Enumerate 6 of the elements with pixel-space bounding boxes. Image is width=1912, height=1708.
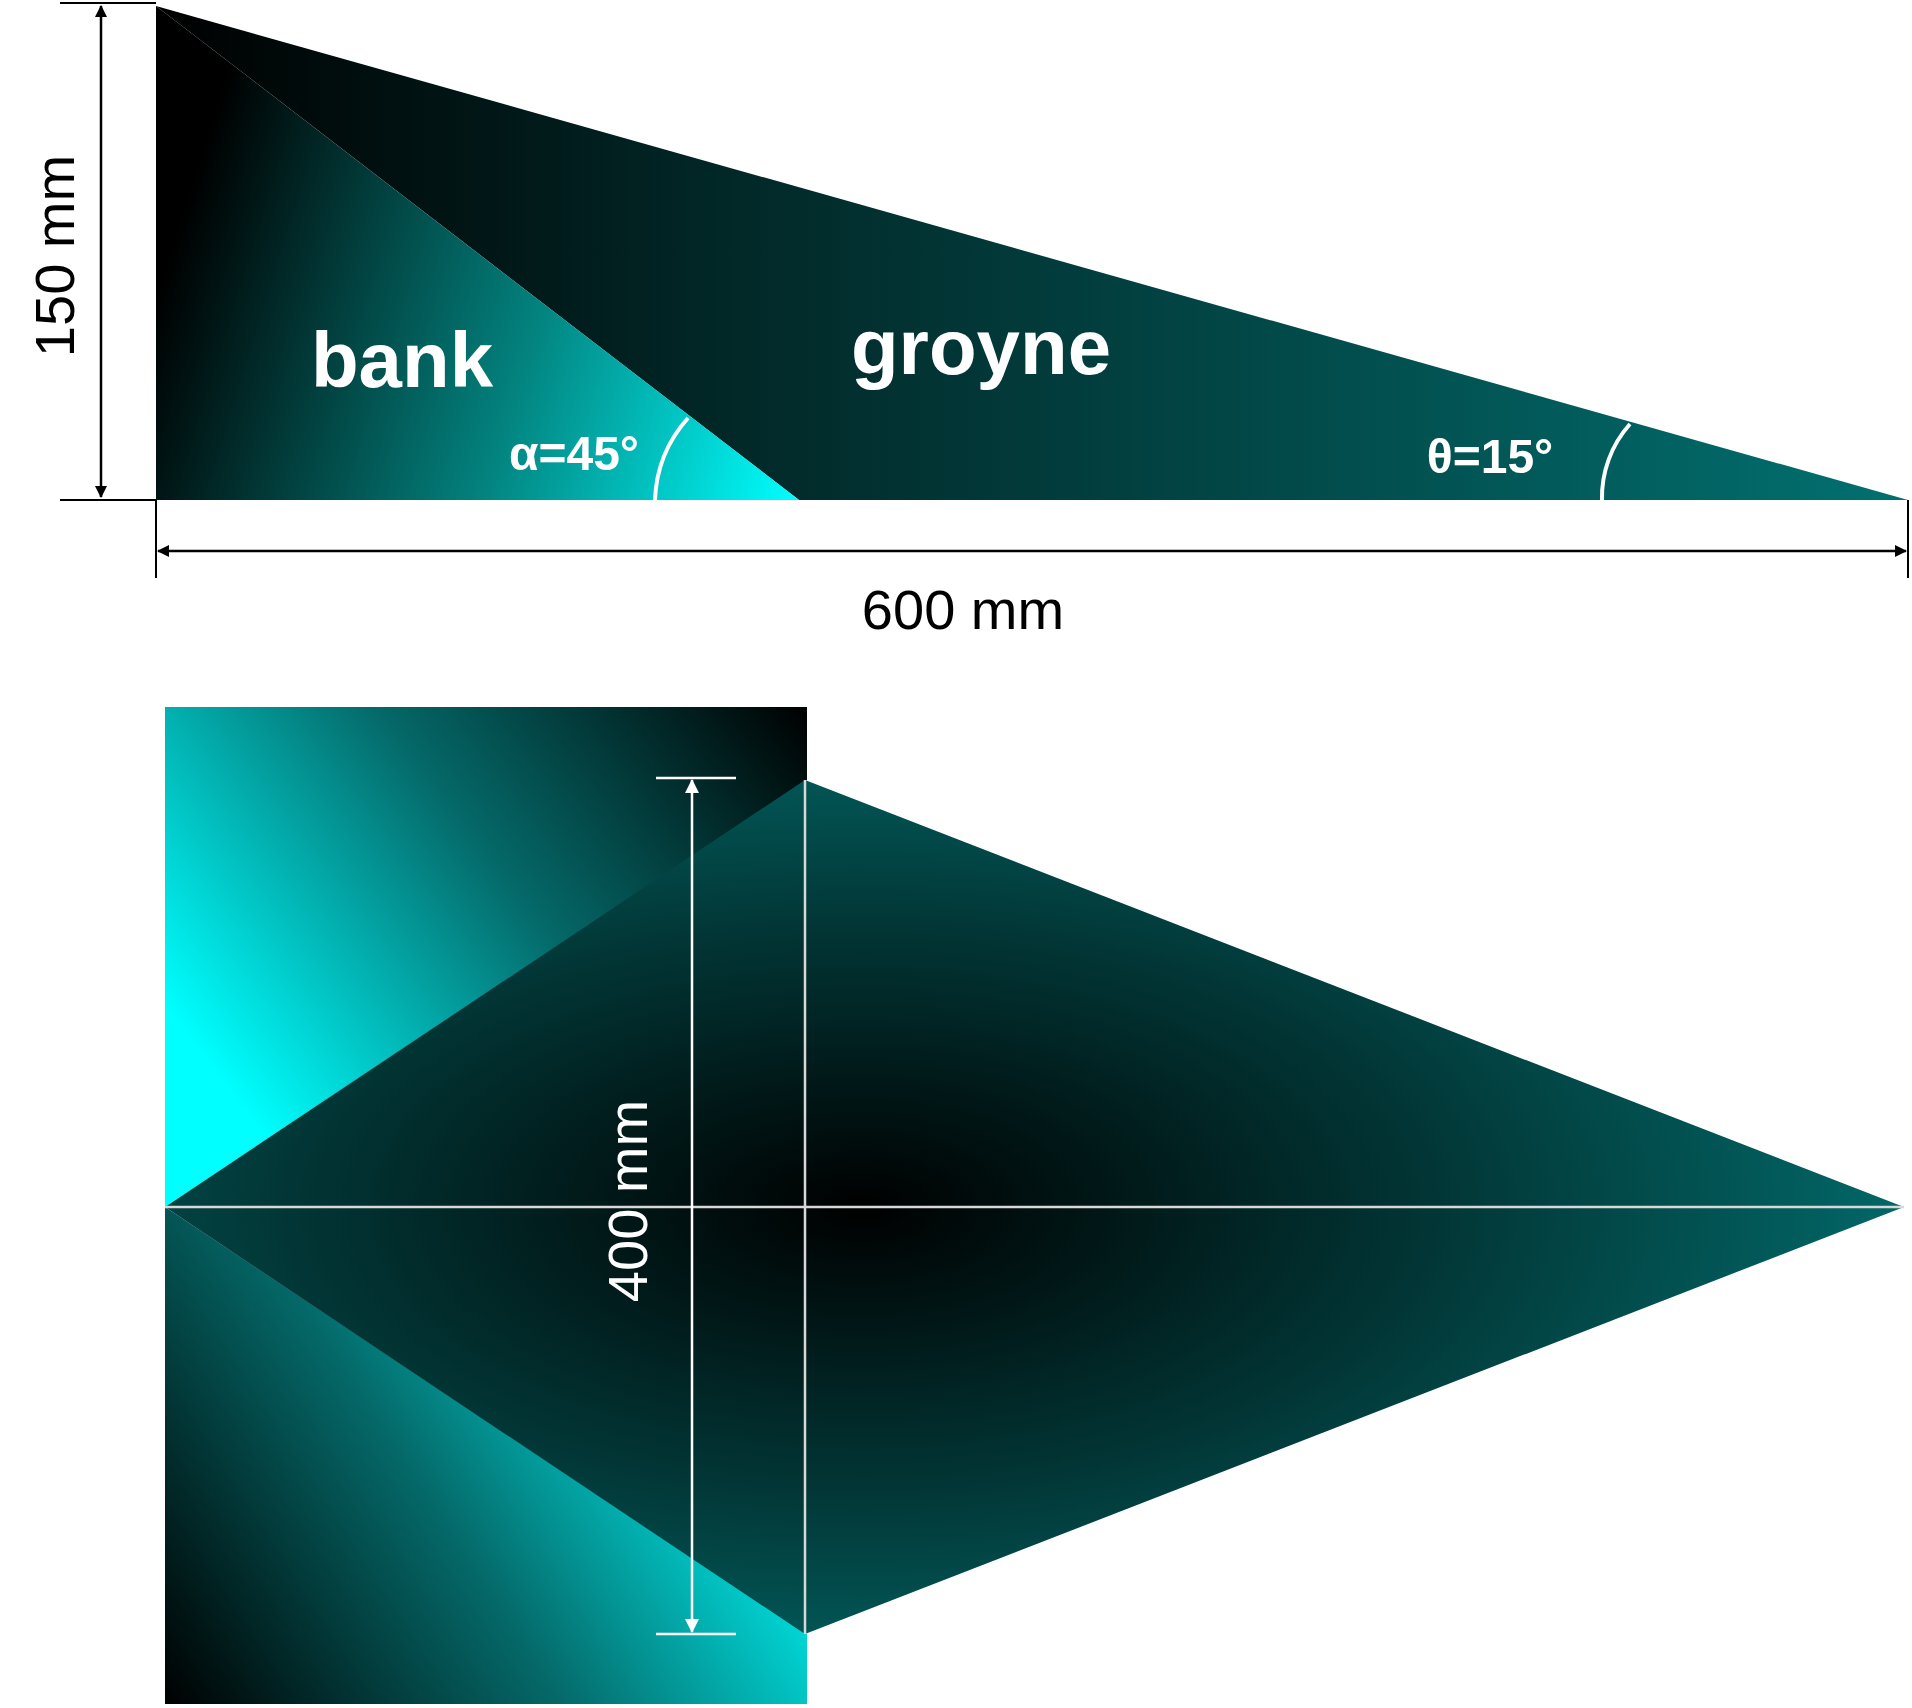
dimension-label: 150 mm: [27, 154, 83, 358]
angle-label: α=45°: [508, 430, 640, 478]
dimension-label: 400 mm: [600, 1099, 656, 1303]
region-label: bank: [310, 321, 494, 399]
angle-label: θ=15°: [1426, 433, 1554, 481]
dimension-label: 600 mm: [861, 582, 1065, 638]
